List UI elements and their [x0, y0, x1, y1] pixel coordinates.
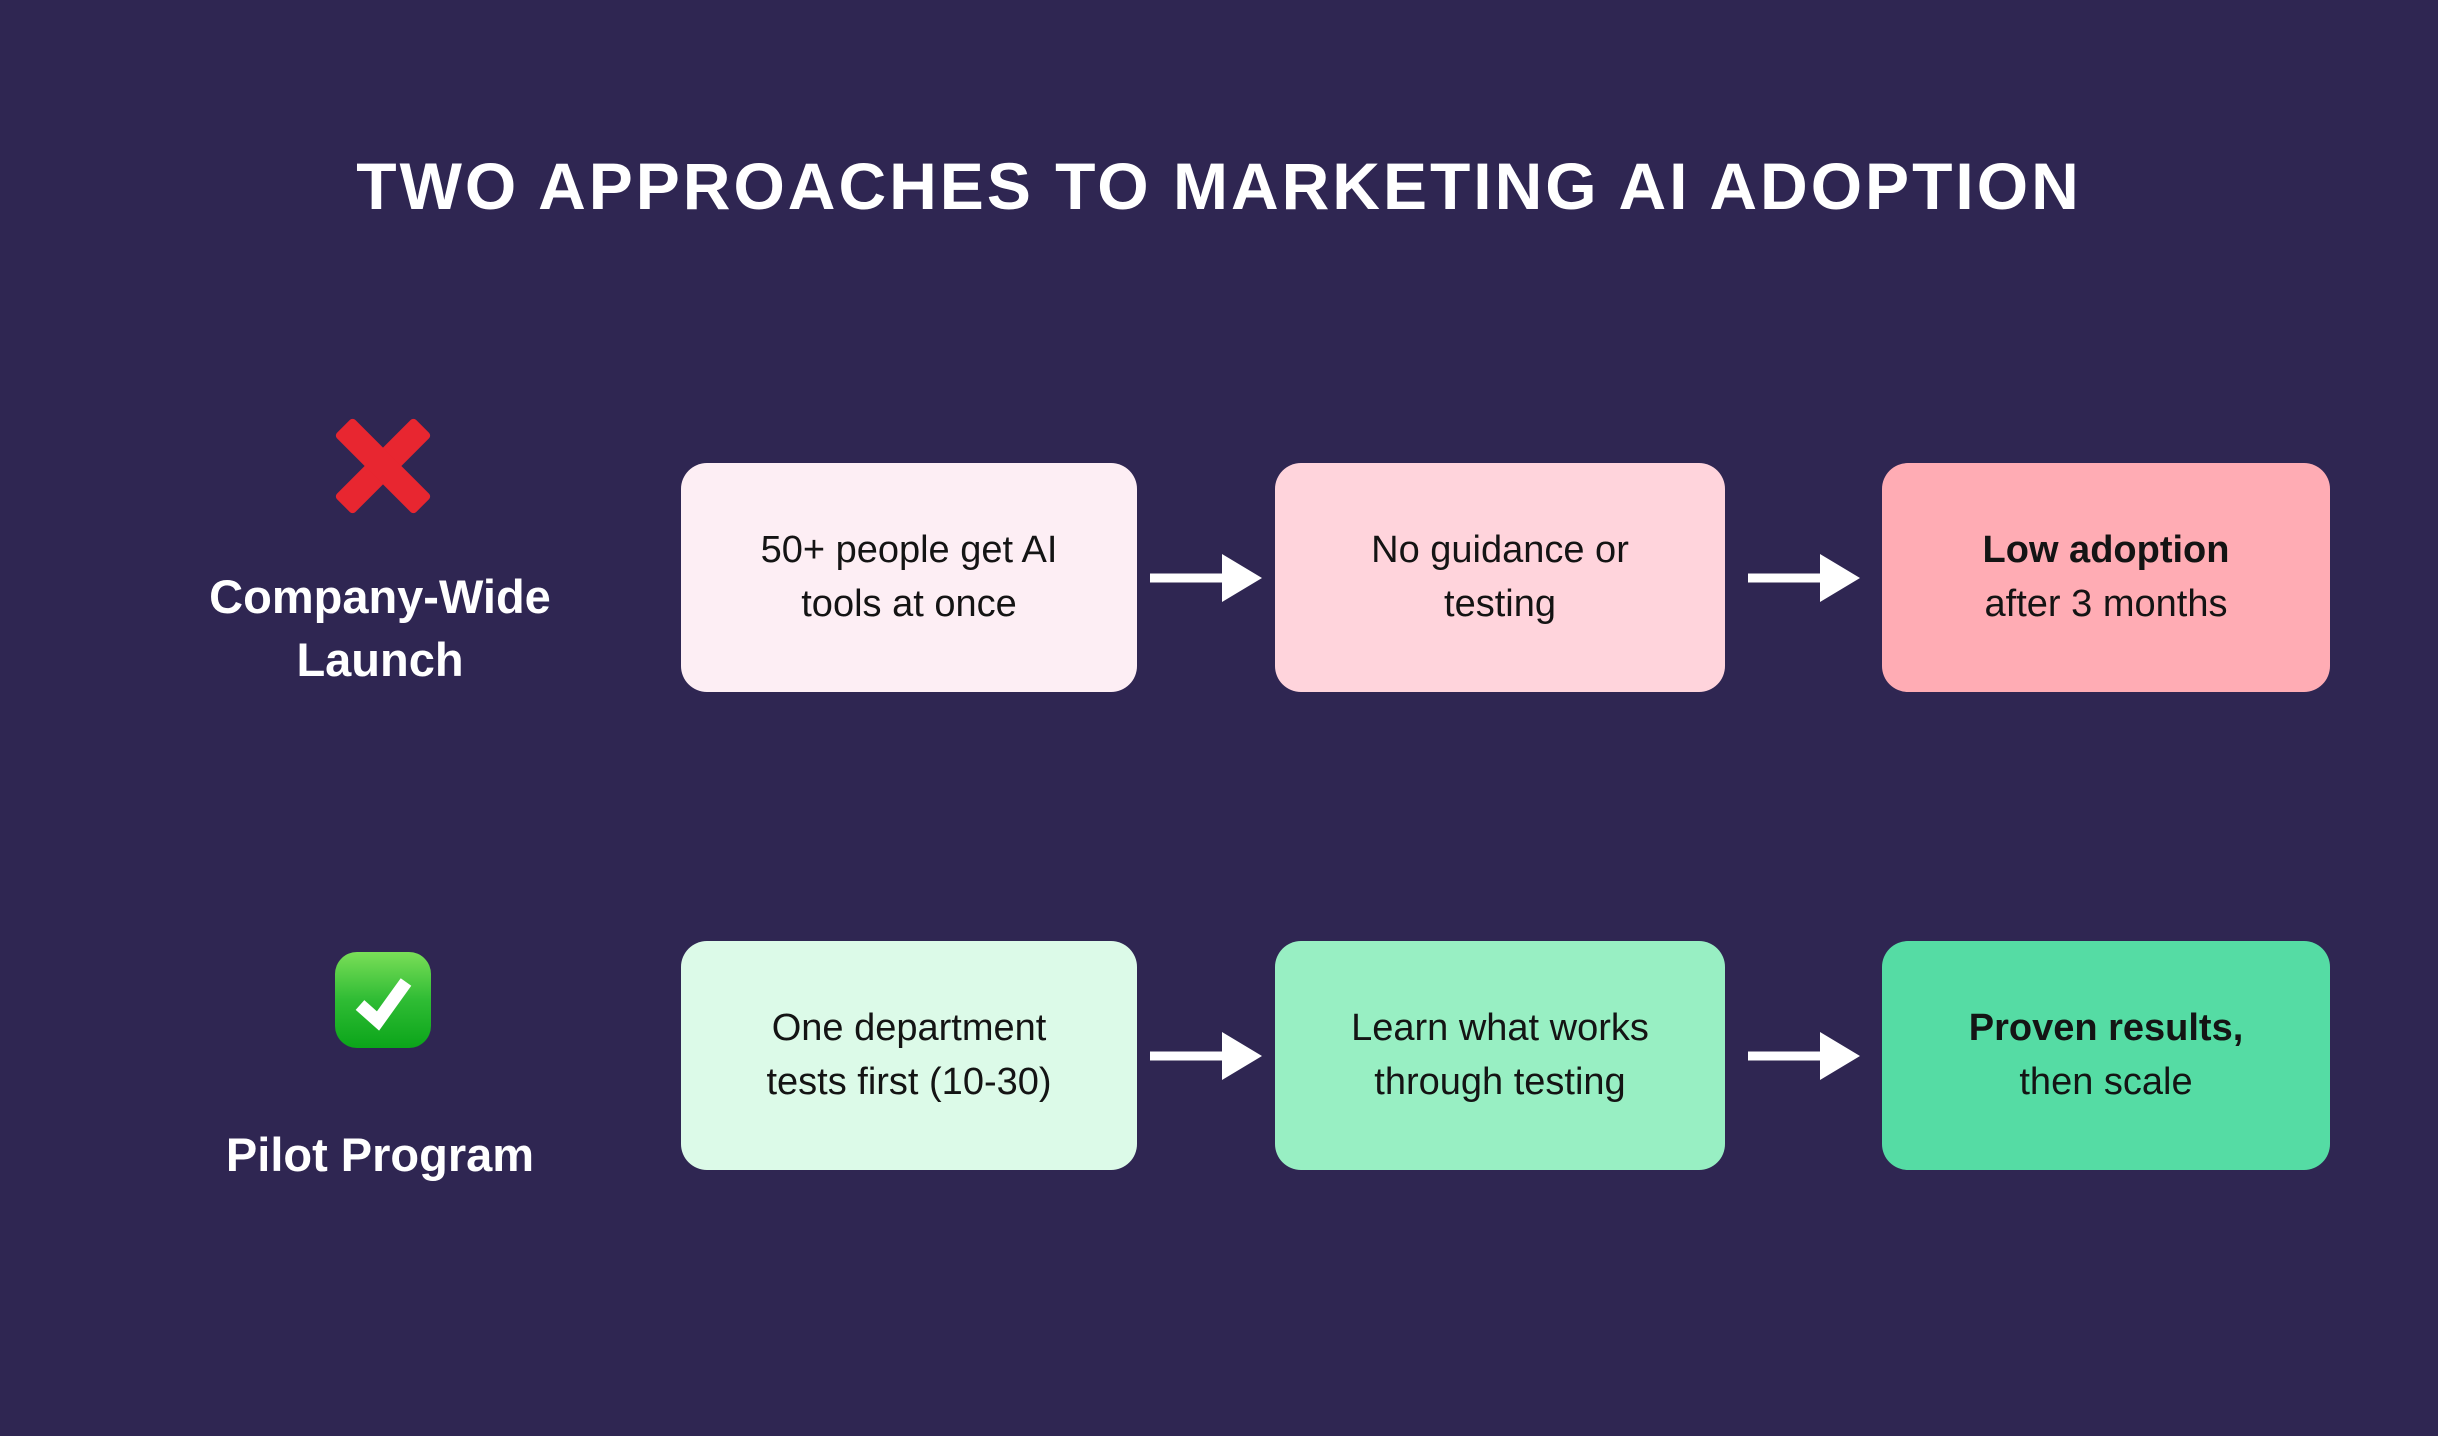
step-text-line: through testing	[1374, 1060, 1626, 1103]
check-mark-icon	[333, 950, 433, 1050]
row-label-company-wide-launch: Company-Wide Launch	[110, 566, 650, 691]
step-text-line: Low adoption	[1982, 528, 2230, 571]
step-text-line: then scale	[2019, 1060, 2193, 1103]
row-label-line: Pilot Program	[225, 1128, 535, 1181]
step-box: 50+ people get AI tools at once	[681, 463, 1137, 692]
step-box-result: Proven results, then scale	[1882, 941, 2330, 1170]
arrow-right-icon	[1748, 1024, 1860, 1088]
cross-mark-icon	[333, 416, 433, 516]
step-box-result: Low adoption after 3 months	[1882, 463, 2330, 692]
step-box: No guidance or testing	[1275, 463, 1725, 692]
arrow-right-icon	[1150, 546, 1262, 610]
step-text-line: Learn what works	[1351, 1006, 1649, 1049]
step-text-line: tools at once	[801, 582, 1017, 625]
step-text-line: Proven results,	[1968, 1006, 2244, 1049]
step-text-line: 50+ people get AI	[760, 528, 1058, 571]
step-box: Learn what works through testing	[1275, 941, 1725, 1170]
step-box: One department tests first (10-30)	[681, 941, 1137, 1170]
row-label-pilot-program: Pilot Program	[110, 1124, 650, 1187]
step-text-line: No guidance or	[1371, 528, 1629, 571]
row-label-line: Company-Wide	[209, 570, 551, 623]
step-text-line: One department	[771, 1006, 1047, 1049]
row-label-line: Launch	[296, 632, 464, 686]
arrow-right-icon	[1748, 546, 1860, 610]
arrow-right-icon	[1150, 1024, 1262, 1088]
page-title: TWO APPROACHES TO MARKETING AI ADOPTION	[356, 149, 2082, 223]
step-text-line: testing	[1444, 582, 1556, 625]
step-text-line: tests first (10-30)	[766, 1060, 1052, 1103]
step-text-line: after 3 months	[1984, 582, 2228, 625]
